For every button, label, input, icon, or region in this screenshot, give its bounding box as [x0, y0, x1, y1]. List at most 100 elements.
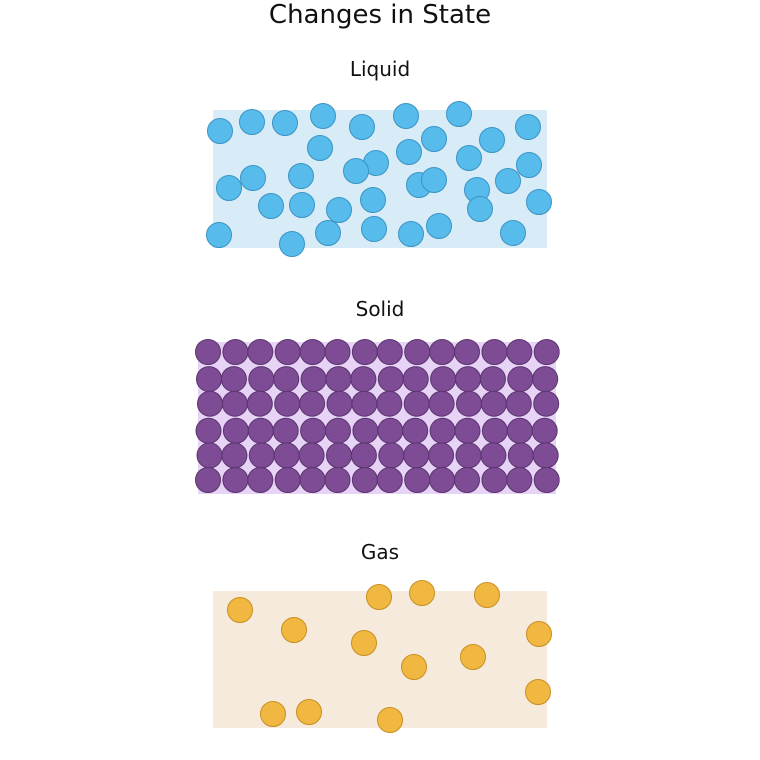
liquid-particle — [216, 175, 242, 201]
solid-particle — [326, 442, 352, 469]
solid-particle — [532, 366, 559, 393]
liquid-particle — [396, 139, 422, 165]
solid-particle — [221, 442, 248, 469]
liquid-particle — [526, 189, 552, 215]
solid-particle — [456, 390, 482, 417]
solid-particle — [299, 339, 326, 365]
solid-particle — [481, 339, 508, 365]
liquid-particle — [307, 135, 333, 161]
solid-particle — [454, 339, 480, 365]
solid-particle — [247, 467, 274, 493]
liquid-particle — [206, 222, 232, 248]
liquid-particle — [516, 152, 542, 178]
solid-particle — [222, 339, 249, 365]
solid-particle — [507, 366, 534, 393]
liquid-particle — [495, 168, 521, 194]
liquid-particle — [360, 187, 386, 213]
solid-particle — [299, 467, 326, 493]
liquid-particle — [272, 110, 298, 136]
solid-particle — [326, 390, 353, 417]
solid-particle — [403, 390, 430, 417]
solid-particle — [350, 366, 377, 393]
gas-particle — [351, 630, 377, 656]
liquid-particle — [426, 213, 452, 239]
solid-particle — [377, 366, 404, 393]
liquid-particle — [310, 103, 336, 129]
solid-particle — [274, 390, 301, 417]
solid-particle — [247, 417, 274, 444]
gas-panel-label: Gas — [360, 540, 400, 564]
solid-particle — [246, 390, 273, 417]
liquid-particle — [239, 109, 265, 135]
liquid-particle — [279, 231, 305, 257]
gas-particle — [260, 701, 286, 727]
solid-particle — [220, 366, 247, 393]
solid-particle — [274, 339, 301, 365]
solid-particle — [454, 417, 481, 444]
solid-particle — [195, 467, 221, 493]
gas-particle — [460, 644, 486, 670]
solid-particle — [378, 442, 405, 469]
liquid-particle — [207, 118, 233, 144]
liquid-particle — [326, 197, 352, 223]
solid-particle — [352, 417, 379, 444]
solid-particle — [196, 366, 222, 393]
solid-particle — [505, 390, 532, 417]
gas-particle — [366, 584, 392, 610]
liquid-particle — [467, 196, 493, 222]
solid-particle — [428, 442, 455, 469]
solid-particle — [532, 442, 559, 469]
liquid-particle — [315, 220, 341, 246]
solid-particle — [248, 442, 275, 469]
liquid-particle — [240, 165, 266, 191]
liquid-particle — [393, 103, 419, 129]
solid-particle — [531, 417, 558, 444]
gas-particle — [227, 597, 253, 623]
liquid-particle — [515, 114, 541, 140]
solid-particle — [480, 442, 507, 469]
solid-particle — [274, 467, 301, 493]
solid-particle — [533, 390, 560, 417]
solid-particle — [248, 366, 275, 393]
solid-particle — [272, 417, 299, 444]
solid-particle — [404, 339, 431, 365]
liquid-particle — [289, 192, 315, 218]
solid-particle — [402, 366, 429, 393]
solid-particle — [429, 339, 456, 365]
solid-particle — [247, 339, 274, 365]
solid-particle — [480, 390, 507, 417]
solid-particle — [533, 467, 560, 493]
solid-particle — [506, 467, 533, 493]
solid-particle — [404, 467, 431, 493]
solid-particle — [298, 442, 325, 469]
liquid-panel-label: Liquid — [349, 57, 411, 81]
liquid-particles — [206, 101, 552, 257]
liquid-particle — [361, 216, 387, 242]
gas-particles — [227, 580, 552, 733]
solid-particle — [273, 442, 300, 469]
solid-particle — [430, 366, 457, 393]
solid-particle — [300, 417, 327, 444]
solid-particle — [506, 417, 533, 444]
liquid-particle — [479, 127, 505, 153]
solid-particle — [197, 390, 223, 417]
solid-particle — [403, 442, 430, 469]
solid-particle — [429, 467, 456, 493]
solid-particle — [195, 339, 221, 365]
page-title: Changes in State — [268, 0, 492, 30]
gas-particle — [401, 654, 427, 680]
solid-particle — [222, 417, 249, 444]
solid-particle — [196, 442, 223, 469]
solid-particle — [533, 339, 560, 365]
solid-particle — [273, 366, 300, 393]
solid-particle — [324, 467, 351, 493]
solid-particle — [507, 442, 534, 469]
liquid-particle — [500, 220, 526, 246]
gas-particle — [377, 707, 403, 733]
gas-particle — [474, 582, 500, 608]
solid-particle — [222, 467, 249, 493]
solid-particle — [351, 467, 378, 493]
liquid-particle — [349, 114, 375, 140]
solid-particle — [479, 366, 506, 393]
